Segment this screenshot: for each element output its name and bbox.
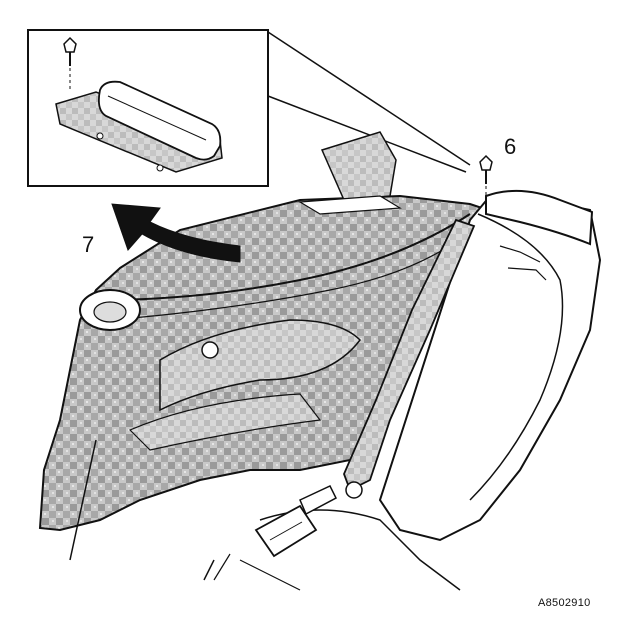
detail-inset	[27, 29, 471, 187]
side-trim-panel	[38, 131, 502, 561]
callout-7: 7	[82, 232, 95, 257]
seat-back	[378, 189, 602, 542]
curved-arrow-icon	[111, 203, 241, 263]
seat-belt	[343, 218, 476, 499]
buckle	[254, 485, 337, 558]
clip-icon	[63, 36, 77, 90]
seat-cushion	[203, 509, 461, 591]
clip-icon	[479, 154, 493, 204]
figure-id: A8502910	[538, 597, 591, 609]
callout-6: 6	[504, 134, 517, 159]
